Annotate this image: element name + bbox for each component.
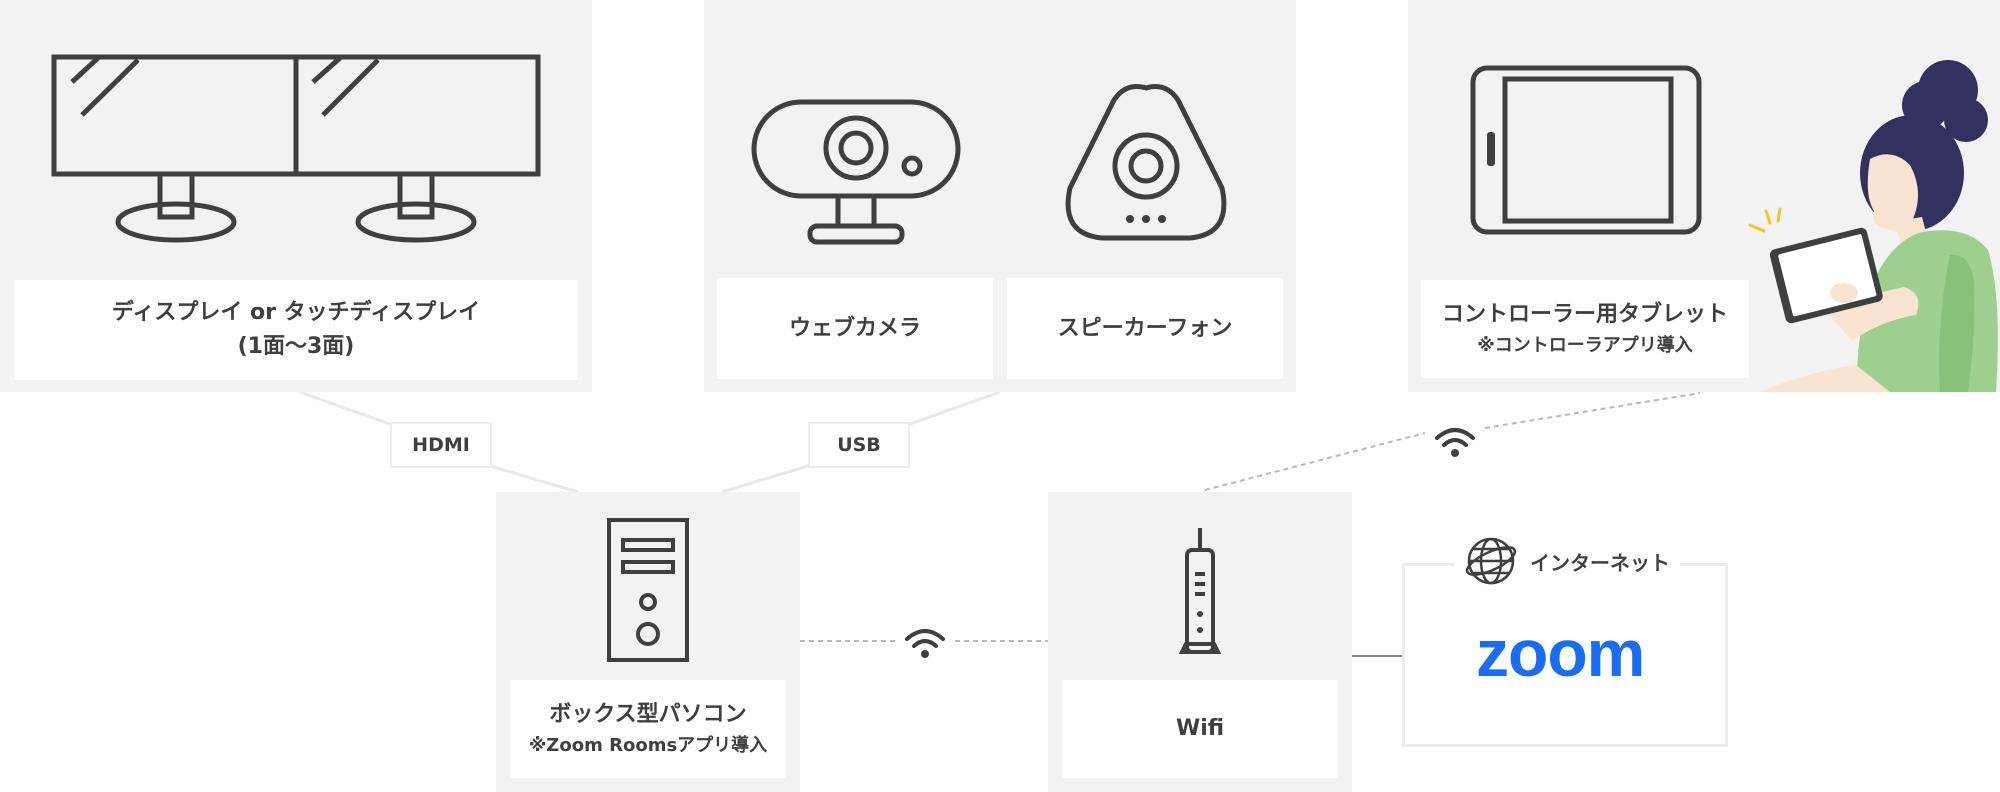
- webcam-label-box: ウェブカメラ: [717, 278, 993, 379]
- internet-zoom-box: [1402, 563, 1728, 747]
- globe-icon: [1465, 537, 1517, 585]
- wifi-label-box: Wifi: [1062, 680, 1338, 778]
- tablet-wifi-dashed-a: [1204, 432, 1426, 491]
- tablet-label: コントローラー用タブレット: [1441, 302, 1728, 327]
- zoom-logo: zoom: [1476, 616, 1645, 690]
- wifi-signal-icon-pc: [905, 629, 945, 658]
- speaker-label-box: スピーカーフォン: [1007, 278, 1283, 379]
- wifi-router-icon: [1178, 528, 1222, 654]
- pc-sub-label: ※Zoom Roomsアプリ導入: [528, 735, 768, 756]
- internet-label-group: インターネット: [1454, 533, 1680, 589]
- internet-label: インターネット: [1530, 550, 1670, 575]
- hdmi-line-bottom: [489, 464, 579, 494]
- tablet-wifi-dashed-b: [1484, 392, 1701, 429]
- hdmi-line-top: [299, 390, 391, 426]
- pc-label: ボックス型パソコン: [549, 702, 747, 727]
- tablet-label-box: コントローラー用タブレット ※コントローラアプリ導入: [1421, 280, 1749, 378]
- person-with-tablet-illustration: [1748, 60, 1998, 392]
- usb-line-top: [909, 390, 1001, 426]
- pc-label-box: ボックス型パソコン ※Zoom Roomsアプリ導入: [510, 680, 786, 778]
- webcam-label: ウェブカメラ: [788, 315, 921, 341]
- display-label-box: ディスプレイ or タッチディスプレイ (1面〜3面): [14, 280, 578, 380]
- usb-line-bottom: [721, 464, 809, 494]
- hdmi-label: HDMI: [390, 422, 492, 468]
- wifi-signal-icon-tablet: [1435, 428, 1475, 457]
- tablet-sub-label: ※コントローラアプリ導入: [1477, 335, 1693, 356]
- webcam-icon: [751, 99, 961, 245]
- display-label: ディスプレイ or タッチディスプレイ: [111, 300, 481, 325]
- wifi-label: Wifi: [1175, 716, 1225, 741]
- dual-monitor-icon: [51, 54, 541, 243]
- usb-label: USB: [808, 422, 910, 468]
- speakerphone-icon: [1065, 84, 1227, 241]
- box-pc-icon: [607, 518, 689, 662]
- speaker-label: スピーカーフォン: [1057, 315, 1233, 341]
- tablet-icon: [1470, 65, 1702, 235]
- display-sub-label: (1面〜3面): [237, 334, 355, 359]
